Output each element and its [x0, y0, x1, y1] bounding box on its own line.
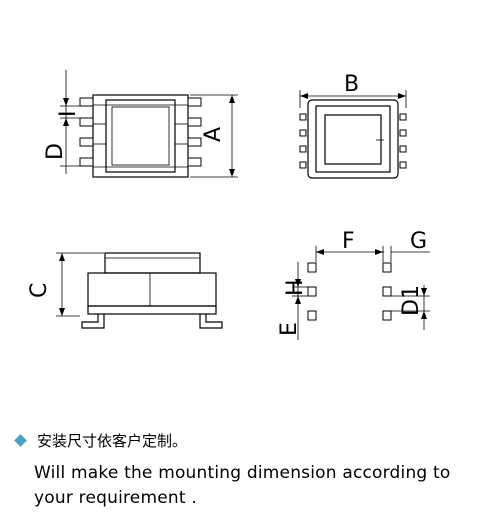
dim-d-label: D — [43, 143, 68, 160]
dim-f-label: F — [342, 229, 355, 254]
side-view: C — [27, 252, 223, 329]
dim-h-label: H — [283, 279, 308, 296]
dim-b-label: B — [344, 72, 359, 97]
mounting-note: 安装尺寸依客户定制。 Will make the mounting dimens… — [14, 430, 486, 511]
front-view: A I D — [43, 70, 238, 178]
note-chinese-row: 安装尺寸依客户定制。 — [14, 430, 486, 451]
note-english-text: Will make the mounting dimension accordi… — [34, 463, 451, 508]
top-view: B — [299, 72, 407, 179]
dim-c-label: C — [27, 283, 52, 298]
dim-i-label: I — [56, 111, 81, 118]
diamond-bullet-icon — [14, 434, 27, 447]
transformer-drawing: A I D B — [27, 70, 430, 340]
footprint-view: F G H E D1 — [277, 229, 430, 340]
dim-d1-label: D1 — [399, 285, 424, 316]
dim-a-label: A — [201, 127, 226, 142]
dim-g-label: G — [410, 229, 427, 254]
note-chinese-text: 安装尺寸依客户定制。 — [37, 432, 188, 450]
dim-e-label: E — [277, 322, 302, 336]
